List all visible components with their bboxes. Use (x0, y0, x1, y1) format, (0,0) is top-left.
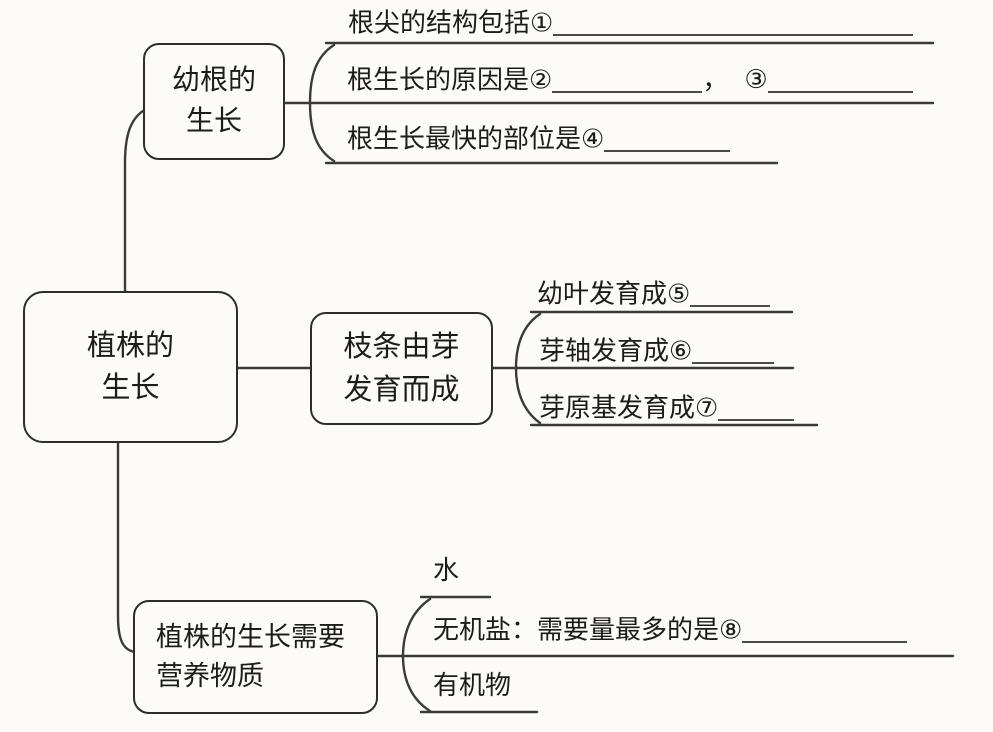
fill-blank-8 (742, 618, 908, 644)
item-fastest-growth-part-label: 根生长最快的部位是④ (347, 124, 605, 154)
item-water: 水 (433, 556, 459, 586)
item-bud-axis-label: 芽轴发育成⑥ (539, 336, 693, 366)
fill-blank-6 (692, 339, 775, 365)
brace-b2 (514, 312, 542, 425)
item-young-leaf-label: 幼叶发育成⑤ (537, 279, 691, 309)
item-fastest-growth-part: 根生长最快的部位是④ (347, 122, 731, 154)
fill-blank-1 (553, 11, 914, 37)
brace-b1 (308, 43, 336, 163)
node-young-root-line1: 幼根的 (171, 64, 256, 96)
item-organic-matter: 有机物 (433, 671, 511, 701)
node-nutrients-line1: 植株的生长需要 (156, 621, 345, 652)
node-plant-growth-line1: 植株的 (86, 329, 174, 362)
item-root-growth-cause: 根生长的原因是② ， ③ (347, 63, 913, 95)
fill-blank-5 (690, 282, 771, 308)
node-growth-needs-nutrients: 植株的生长需要 营养物质 (133, 600, 378, 714)
item-root-growth-cause-label-b: ③ (744, 65, 768, 95)
item-root-tip-structure-label: 根尖的结构包括① (348, 8, 554, 38)
node-young-root-growth: 幼根的 生长 (143, 43, 285, 160)
item-bud-axis: 芽轴发育成⑥ (539, 334, 775, 366)
node-twig-line2: 发育而成 (343, 373, 460, 406)
item-bud-primordium: 芽原基发育成⑦ (539, 391, 795, 423)
node-nutrients-line2: 营养物质 (156, 661, 264, 691)
item-organic-matter-label: 有机物 (433, 671, 512, 700)
item-mineral-salts: 无机盐：需要量最多的是⑧ (433, 613, 908, 645)
brace-b3 (401, 597, 432, 713)
item-root-growth-cause-label: 根生长的原因是② (347, 65, 553, 95)
item-bud-primordium-label: 芽原基发育成⑦ (539, 393, 719, 423)
node-plant-growth-line2: 生长 (101, 372, 160, 404)
item-root-tip-structure: 根尖的结构包括① (348, 6, 914, 38)
item-water-label: 水 (433, 556, 460, 585)
node-twig-line1: 枝条由芽 (343, 331, 460, 364)
fill-blank-2 (552, 68, 703, 94)
node-twig-from-bud: 枝条由芽 发育而成 (310, 312, 493, 425)
node-young-root-line2: 生长 (185, 105, 242, 137)
fill-blank-7 (718, 396, 795, 422)
item-root-growth-cause-comma: ， (702, 65, 729, 95)
node-plant-growth: 植株的 生长 (23, 291, 238, 443)
item-mineral-salts-label: 无机盐：需要量最多的是⑧ (433, 615, 743, 645)
fill-blank-3 (767, 68, 913, 94)
fill-blank-4 (604, 127, 731, 153)
item-young-leaf: 幼叶发育成⑤ (537, 277, 771, 309)
